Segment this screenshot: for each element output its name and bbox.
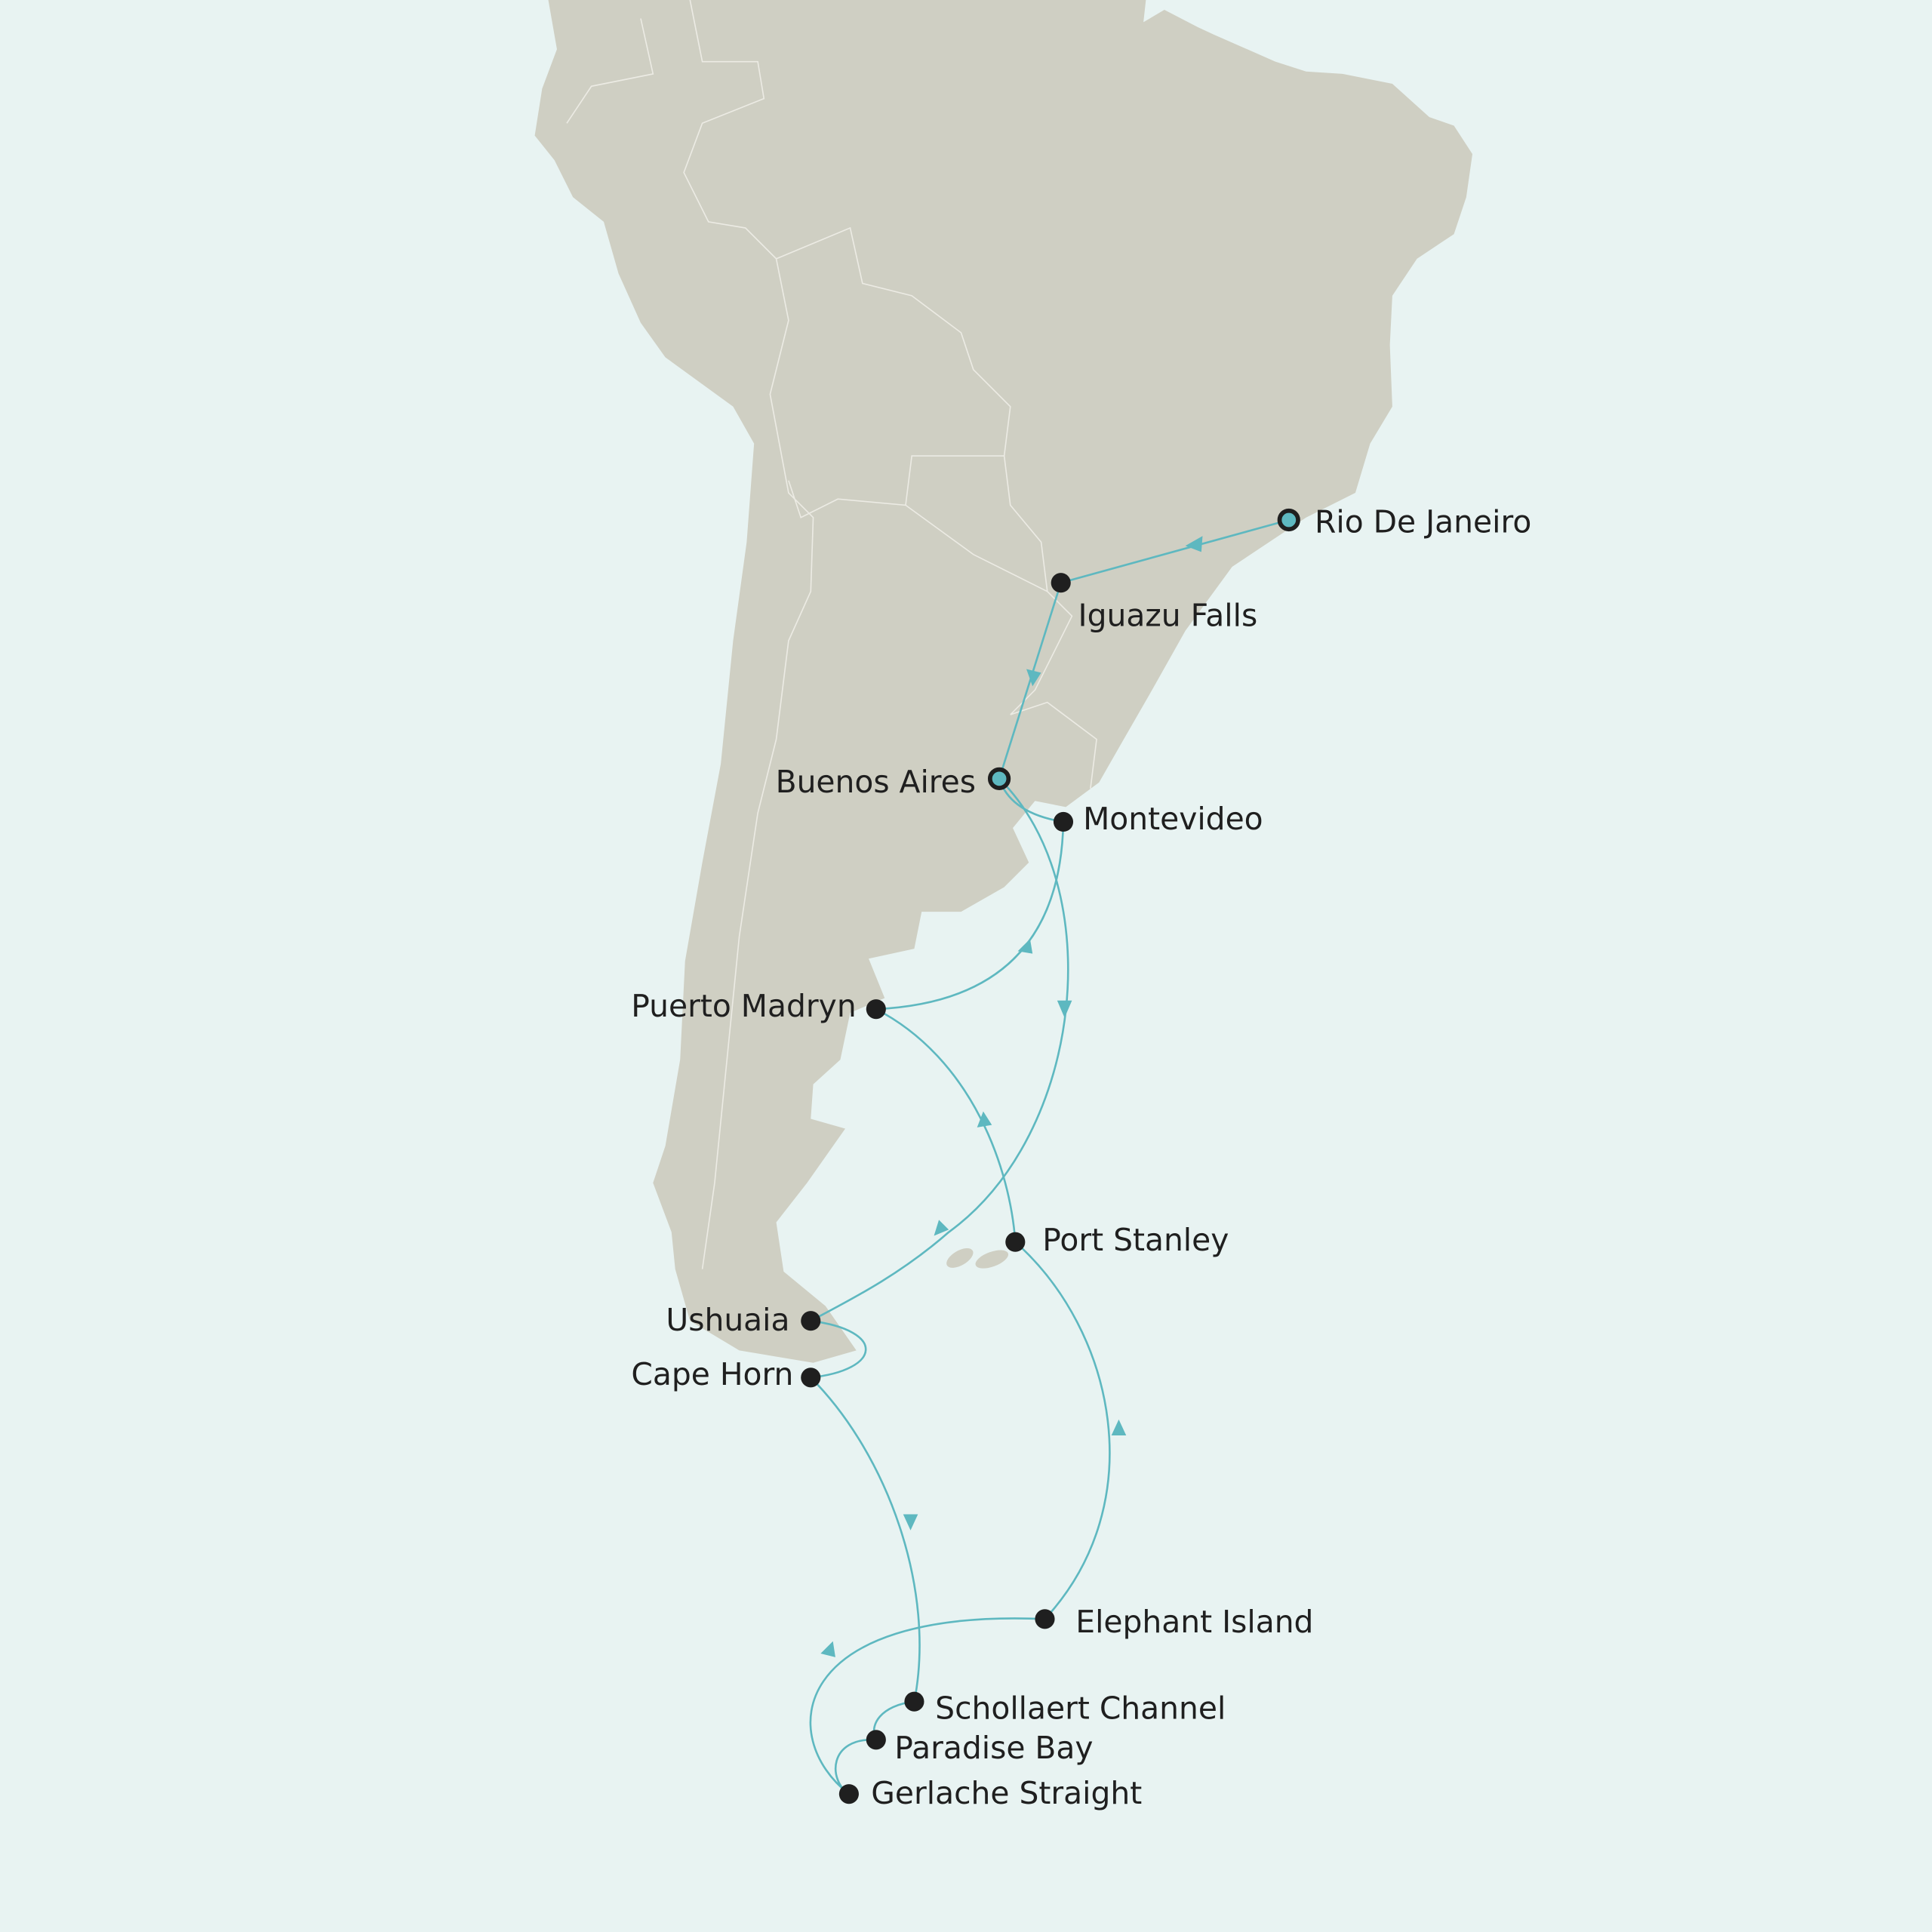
stop-marker-icon[interactable] [904, 1691, 924, 1712]
stop-marker-icon[interactable] [838, 1784, 859, 1804]
stop-marker-icon[interactable] [1053, 811, 1074, 832]
stop-label: Ushuaia [666, 1302, 789, 1338]
stop-schollaert-channel[interactable]: Schollaert Channel [904, 1690, 1226, 1727]
stops: Rio De Janeiro Iguazu Falls Buenos Aires… [631, 503, 1531, 1811]
stop-marker-icon[interactable] [801, 1311, 821, 1331]
route-ushuaia-cape-horn [811, 1319, 867, 1379]
stop-elephant-island[interactable]: Elephant Island [1035, 1604, 1313, 1640]
stop-label: Cape Horn [631, 1356, 793, 1392]
stop-label: Elephant Island [1075, 1604, 1313, 1640]
stop-cape-horn[interactable]: Cape Horn [631, 1356, 821, 1392]
arrow-icon [1185, 536, 1203, 552]
stop-marker-icon[interactable] [801, 1367, 821, 1388]
stop-label: Rio De Janeiro [1315, 503, 1531, 540]
route-gerlache-elephant [809, 1617, 1045, 1795]
arrow-icon [977, 1111, 992, 1128]
stop-montevideo[interactable]: Montevideo [1053, 801, 1263, 837]
endpoint-marker-icon[interactable] [1277, 508, 1300, 532]
stop-iguazu-falls[interactable]: Iguazu Falls [1051, 573, 1258, 633]
stop-label: Schollaert Channel [935, 1690, 1226, 1727]
stop-label: Buenos Aires [776, 764, 976, 800]
stop-label: Port Stanley [1042, 1222, 1229, 1258]
stop-rio-de-janeiro[interactable]: Rio De Janeiro [1277, 503, 1532, 540]
south-america-landmass [534, 0, 1473, 1363]
stop-buenos-aires[interactable]: Buenos Aires [776, 764, 1011, 800]
stop-label: Puerto Madryn [631, 988, 856, 1024]
stop-marker-icon[interactable] [1051, 573, 1071, 593]
stop-marker-icon[interactable] [1005, 1232, 1026, 1252]
stop-gerlache-straight[interactable]: Gerlache Straight [838, 1775, 1142, 1811]
arrow-icon [820, 1641, 835, 1657]
route-montevideo-puerto-madryn [875, 821, 1065, 1011]
endpoint-marker-icon[interactable] [987, 767, 1011, 790]
stop-puerto-madryn[interactable]: Puerto Madryn [631, 988, 886, 1024]
arrow-icon [1111, 1419, 1127, 1436]
route-lines [809, 518, 1290, 1795]
route-buenos-aires-ushuaia [810, 777, 1069, 1322]
direction-arrows [820, 536, 1203, 1657]
route-puerto-madryn-port-stanley [875, 1008, 1017, 1242]
arrow-icon [1026, 669, 1041, 687]
stop-marker-icon[interactable] [866, 999, 886, 1020]
route-cape-horn-schollaert [810, 1377, 921, 1702]
arrow-icon [934, 1220, 949, 1236]
route-rio-iguazu [1060, 518, 1290, 584]
stop-port-stanley[interactable]: Port Stanley [1005, 1222, 1229, 1258]
stop-label: Paradise Bay [894, 1730, 1093, 1766]
route-iguazu-buenos-aires [998, 582, 1062, 780]
arrow-icon [1057, 1000, 1072, 1018]
arrow-icon [1017, 939, 1033, 954]
stop-marker-icon[interactable] [866, 1730, 886, 1750]
stop-marker-icon[interactable] [1035, 1609, 1055, 1629]
stop-ushuaia[interactable]: Ushuaia [666, 1302, 821, 1338]
stop-label: Montevideo [1083, 801, 1263, 837]
stop-paradise-bay[interactable]: Paradise Bay [866, 1730, 1094, 1766]
arrow-icon [903, 1514, 918, 1531]
stop-label: Iguazu Falls [1078, 597, 1258, 633]
route-port-stanley-elephant-island [1014, 1241, 1111, 1620]
stop-label: Gerlache Straight [871, 1775, 1142, 1811]
